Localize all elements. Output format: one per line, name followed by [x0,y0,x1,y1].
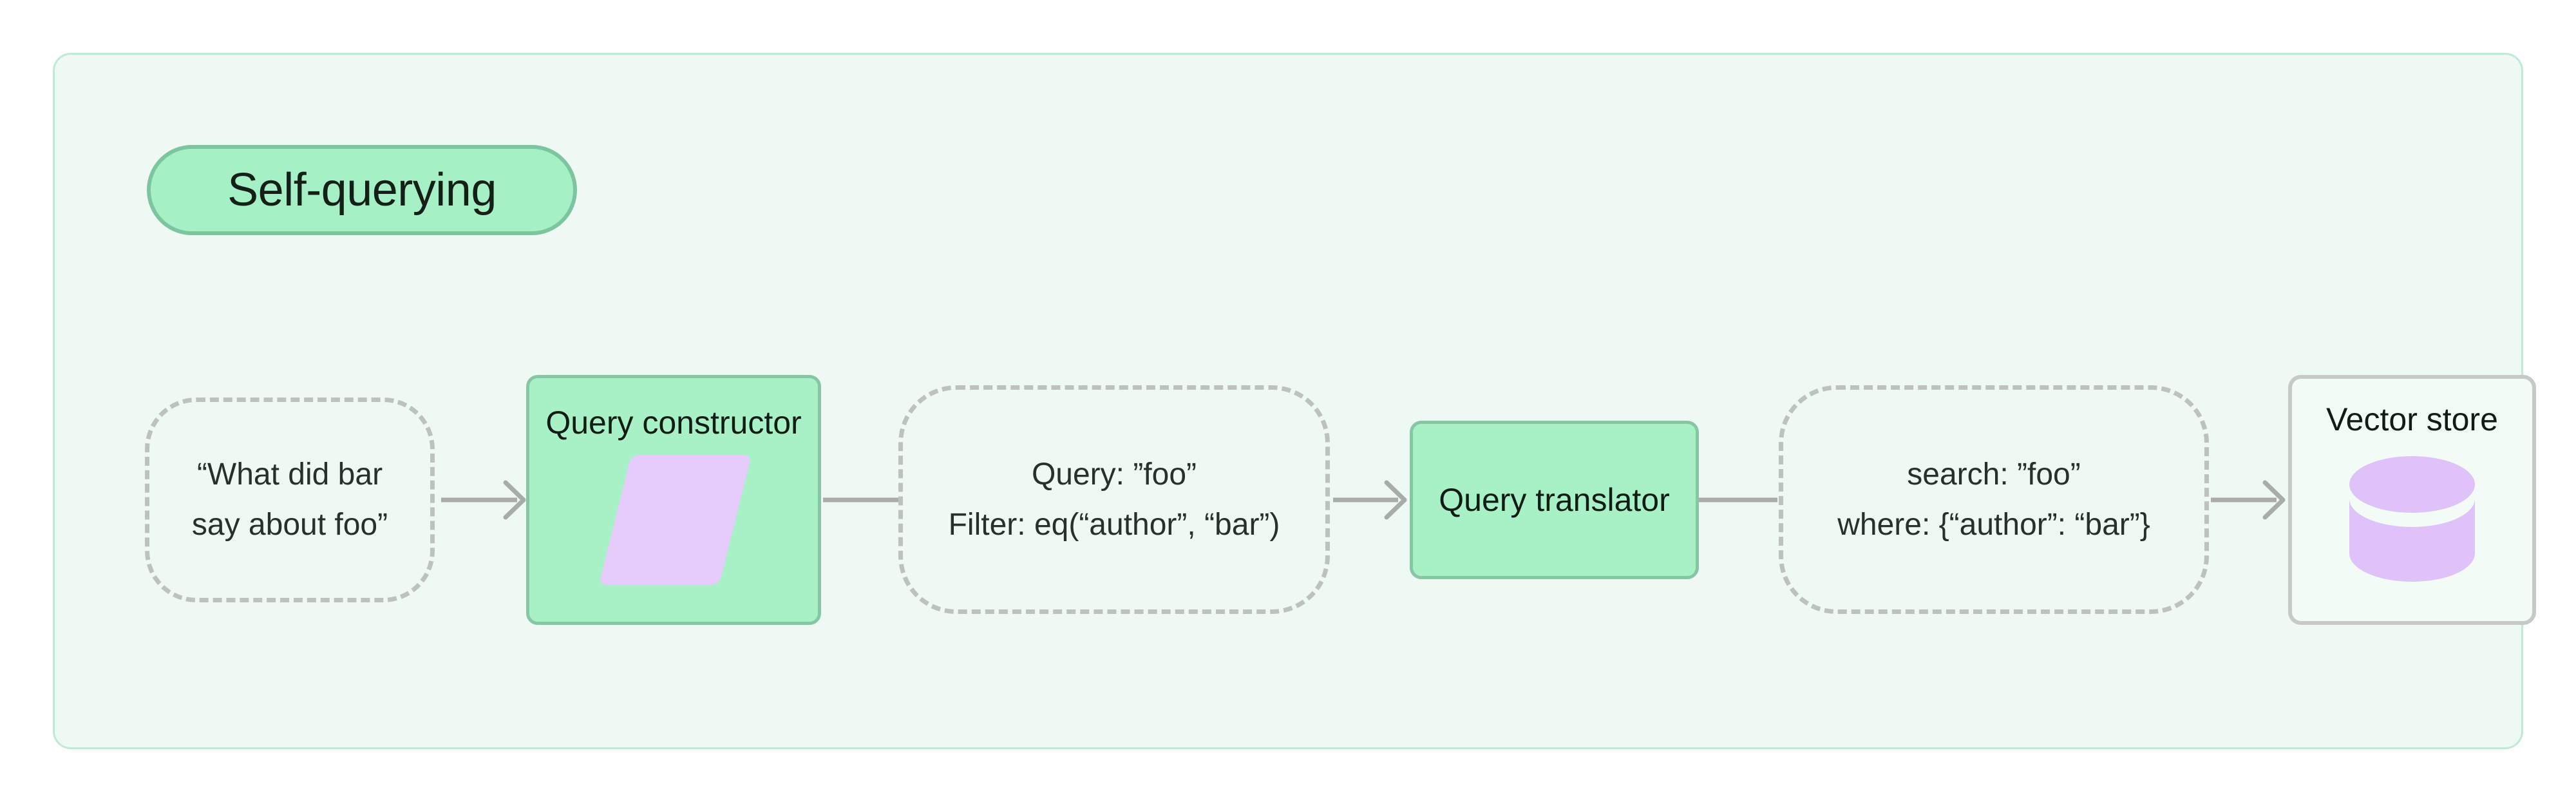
arrow-right-icon [2262,480,2286,520]
query-constructor-label: Query constructor [545,405,802,441]
page-title: Self-querying [227,164,497,216]
translated-query-line1: search: ”foo” [1907,457,2081,492]
arrow-right-icon [1384,480,1407,520]
query-translator-box: Query translator [1410,421,1699,579]
translated-query-line2: where: {“author”: “bar”} [1837,507,2150,542]
constructed-query-line2: Filter: eq(“author”, “bar”) [948,507,1280,542]
title-badge: Self-querying [147,145,577,235]
arrow-right-icon [503,480,526,520]
query-translator-label: Query translator [1439,482,1670,518]
vector-store-label: Vector store [2326,401,2498,437]
input-query-line2: say about foo” [191,508,388,542]
translated-query-node: search: ”foo” where: {“author”: “bar”} [1779,385,2209,614]
input-query-node: “What did bar say about foo” [145,397,435,602]
constructed-query-line1: Query: ”foo” [1031,457,1197,492]
constructed-query-node: Query: ”foo” Filter: eq(“author”, “bar”) [898,385,1330,614]
database-icon [2349,456,2475,582]
diagram-container: Self-querying “What did bar say about fo… [53,53,2536,749]
input-query-line1: “What did bar [196,457,383,492]
